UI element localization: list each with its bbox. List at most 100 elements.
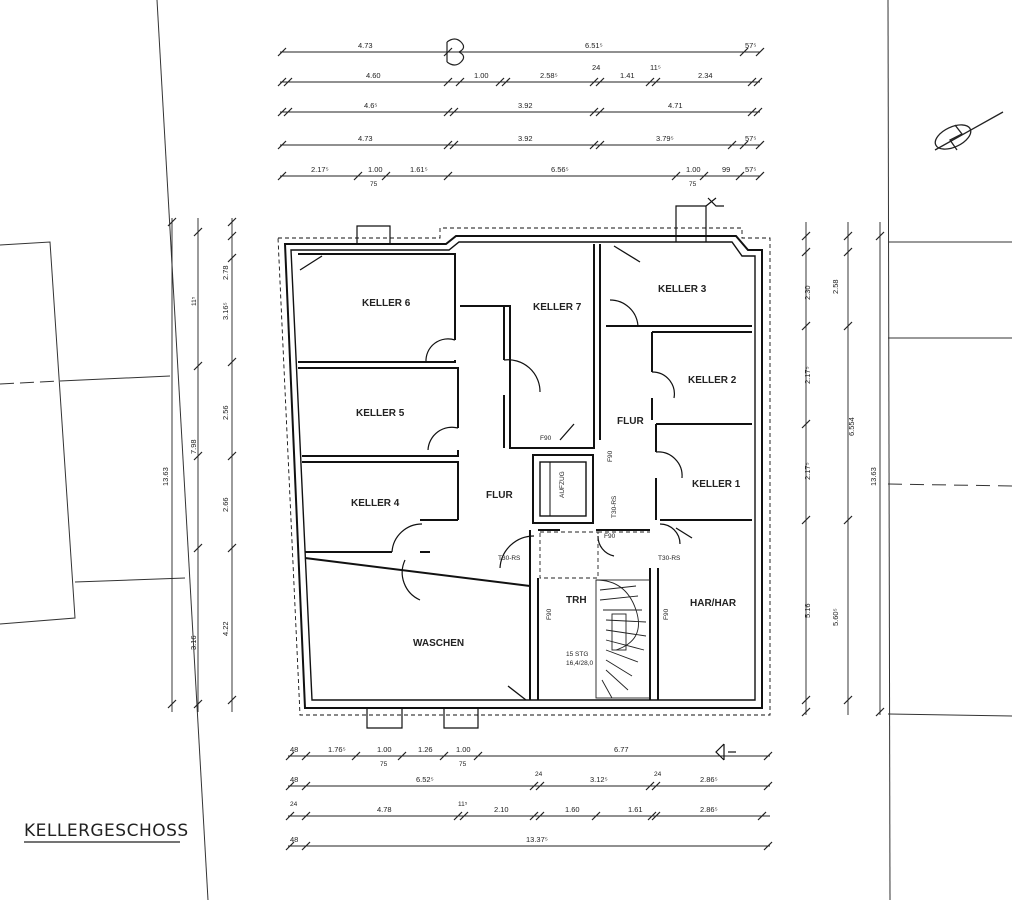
dimension-tick	[875, 231, 885, 241]
dim-label: 4.78	[377, 805, 392, 814]
dimension-tick	[285, 751, 295, 761]
dimension-tick	[453, 811, 463, 821]
dim-label: 75	[689, 181, 697, 188]
dimension-tick	[589, 107, 599, 117]
dimension-labels-bottom: 48 1.76⁵ 1.00 1.26 1.00 6.77 75 75 48 6.…	[290, 745, 718, 844]
dimension-tick	[739, 140, 749, 150]
dim-label: 6.52⁵	[416, 775, 434, 784]
dim-label: 24	[654, 771, 662, 778]
dimension-tick	[755, 140, 765, 150]
dimension-tick	[645, 77, 655, 87]
dimension-tick	[595, 140, 605, 150]
dimension-tick	[443, 140, 453, 150]
dimension-tick	[801, 419, 811, 429]
dimension-tick	[801, 247, 811, 257]
dimension-tick	[449, 140, 459, 150]
dim-label: 48	[290, 835, 298, 844]
dimension-tick	[285, 841, 295, 851]
dimension-tick	[843, 695, 853, 705]
dashed-zones	[539, 531, 650, 579]
dim-label: 75	[459, 761, 467, 768]
dim-label: 48	[290, 745, 298, 754]
dimension-lines	[171, 51, 881, 847]
dimension-tick	[755, 171, 765, 181]
dim-label: 11⁵	[650, 63, 661, 72]
dim-label: 1.00	[368, 165, 383, 174]
dim-label: 24	[535, 771, 543, 778]
stair-note: 16,4/28,0	[566, 660, 593, 667]
dimension-tick	[757, 811, 767, 821]
dim-label: 2.17⁵	[311, 165, 329, 174]
dim-label: 3.92	[518, 134, 533, 143]
dim-label: 13.63	[161, 467, 170, 486]
door-tag: T30-RS	[611, 495, 618, 518]
dimension-tick	[193, 699, 203, 709]
dimension-tick	[227, 231, 237, 241]
interior-walls	[298, 244, 752, 700]
dim-label: 2.58⁵	[540, 71, 558, 80]
room-label-keller7: KELLER 7	[533, 302, 582, 313]
dim-label: 2.56	[221, 405, 230, 420]
door-tag: F90	[604, 533, 616, 540]
dim-label: 4.73	[358, 134, 373, 143]
dimension-tick	[875, 707, 885, 717]
dimension-tick	[535, 811, 545, 821]
dimension-tick	[801, 321, 811, 331]
dimension-tick	[529, 781, 539, 791]
dim-label: 3.16⁵	[221, 302, 230, 320]
dim-label: 4.73	[358, 41, 373, 50]
dimension-tick	[283, 107, 293, 117]
dimension-tick	[193, 227, 203, 237]
dimension-tick	[227, 357, 237, 367]
dimension-tick	[353, 171, 363, 181]
dim-label: 2.34	[698, 71, 713, 80]
dim-label: 1.41	[620, 71, 635, 80]
dim-label: 2.10	[494, 805, 509, 814]
dimension-tick	[277, 77, 287, 87]
dimension-tick	[301, 811, 311, 821]
dimension-tick	[801, 515, 811, 525]
room-label-keller6: KELLER 6	[362, 298, 411, 309]
dim-label: 2.58	[831, 279, 840, 294]
dim-label: 1.00	[686, 165, 701, 174]
dim-label: 11⁵	[458, 801, 468, 808]
dim-label: 2.17⁵	[803, 366, 812, 384]
dimension-tick	[443, 47, 453, 57]
dimension-tick	[535, 781, 545, 791]
dimension-tick	[277, 171, 287, 181]
dimension-tick	[455, 77, 465, 87]
dim-label: 57⁵	[745, 165, 756, 174]
dim-label: 11⁵	[191, 296, 198, 306]
dim-label: 4.6⁵	[364, 101, 378, 110]
dimension-tick	[589, 140, 599, 150]
dimension-tick	[755, 47, 765, 57]
dimension-tick	[301, 841, 311, 851]
dim-label: 75	[370, 181, 378, 188]
dim-label: 24	[592, 63, 600, 72]
dim-label: 3.92	[518, 101, 533, 110]
dim-label: 13.37⁵	[526, 835, 548, 844]
dimension-tick	[193, 543, 203, 553]
dim-label: 48	[290, 775, 298, 784]
dimension-tick	[227, 253, 237, 263]
dim-label: 1.76⁵	[328, 745, 346, 754]
dim-label: 1.00	[474, 71, 489, 80]
dimension-tick	[193, 451, 203, 461]
dimension-tick	[589, 77, 599, 87]
dimension-tick	[277, 47, 287, 57]
dimension-tick	[381, 171, 391, 181]
dimension-tick	[699, 171, 709, 181]
room-label-hausanschluss: HAR/HAR	[690, 598, 737, 609]
dim-label: 57⁵	[745, 41, 756, 50]
dimension-tick	[277, 140, 287, 150]
drawing-title: KELLERGESCHOSS	[24, 821, 189, 841]
dimension-tick	[843, 321, 853, 331]
dimension-tick	[277, 107, 287, 117]
room-label-flur-right: FLUR	[617, 416, 644, 427]
door-tag: T30-RS	[658, 555, 681, 562]
building-walls	[277, 227, 771, 716]
north-arrow-icon	[934, 111, 1004, 151]
section-cut-markers	[707, 197, 736, 761]
room-label-keller1: KELLER 1	[692, 479, 741, 490]
